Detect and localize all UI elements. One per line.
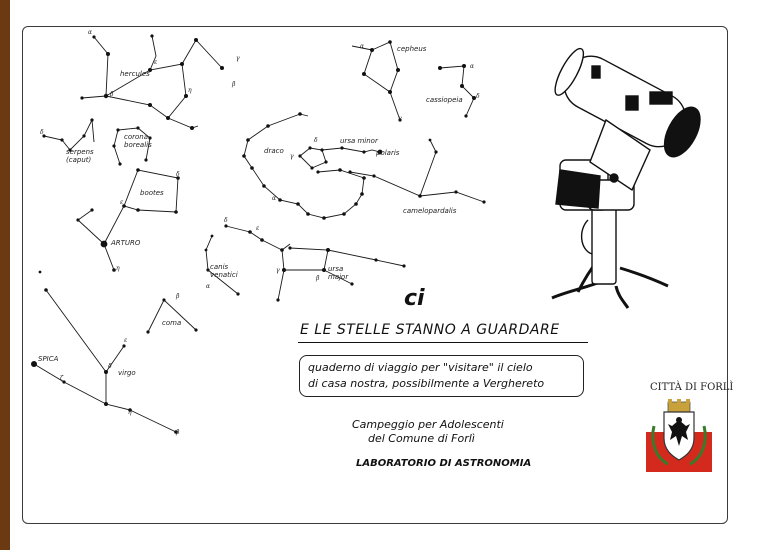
label-cepheus: cepheus [397, 45, 427, 53]
greek-coma-beta: β [176, 293, 180, 300]
label-ursa-major: ursa major [328, 265, 349, 281]
greek-cepheus-alpha: α [360, 43, 365, 50]
greek-hercules-epsilon: ε [154, 59, 158, 66]
greek-draco-gamma: γ [236, 55, 240, 62]
greek-virgo-delta: δ [108, 363, 112, 370]
subtitle-line-2: di casa nostra, possibilmente a Verghere… [308, 377, 545, 390]
greek-hercules-beta: β [110, 91, 114, 98]
lab-heading: LABORATORIO DI ASTRONOMIA [356, 458, 532, 469]
label-coma: coma [162, 319, 182, 327]
camelopardalis-lines [349, 151, 437, 197]
city-name: CITTÀ DI FORLÌ [650, 382, 734, 393]
label-arturo: ARTURO [111, 239, 141, 247]
cover-title-block: E LE STELLE STANNO A GUARDARE [298, 318, 588, 344]
cassiopeia-lines [439, 65, 475, 117]
page-frame [22, 26, 728, 524]
bootes-lines [103, 169, 179, 245]
coma-lines [147, 299, 197, 333]
greek-draco-alpha: α [272, 195, 277, 202]
greek-bootes-eta: η [116, 265, 120, 272]
label-ursa-minor: ursa minor [340, 137, 378, 145]
serpens-lines [43, 118, 95, 151]
greek-uma-gamma: γ [276, 267, 280, 274]
greek-cepheus-gamma: γ [398, 115, 402, 122]
label-canes-venatici: canis venatici [210, 263, 238, 279]
greek-ursa-minor-delta: δ [314, 137, 318, 144]
greek-cassiopeia-delta: δ [476, 93, 480, 100]
label-spica: SPICA [38, 355, 59, 363]
greek-virgo-beta: β [176, 429, 180, 436]
greek-uma-beta: β [316, 275, 320, 282]
greek-virgo-epsilon: ε [124, 337, 128, 344]
title-ci-insert: ci [404, 286, 425, 311]
greek-virgo-eta: η [128, 409, 132, 416]
label-bootes: bootes [140, 189, 164, 197]
title-underline [298, 342, 588, 343]
draco-lines [243, 113, 365, 219]
camp-line-2: del Comune di Forlì [368, 432, 475, 445]
greek-uma-delta: δ [224, 217, 228, 224]
greek-hercules-eta: η [188, 87, 192, 94]
forli-coat-of-arms [646, 399, 712, 472]
greek-bootes-delta: δ [176, 171, 180, 178]
greek-cassiopeia-alpha: α [470, 63, 475, 70]
ursa-major-lines [225, 225, 329, 271]
subtitle-box: quaderno di viaggio per "visitare" il ci… [299, 355, 584, 397]
label-virgo: virgo [118, 369, 136, 377]
corona-lines [113, 127, 151, 165]
greek-serpens-delta: δ [40, 129, 44, 136]
label-serpens: serpens (caput) [66, 148, 94, 164]
book-spine [0, 0, 10, 550]
cepheus-lines [363, 41, 399, 93]
greek-virgo-zeta: ζ [60, 375, 64, 382]
subtitle-line-1: quaderno di viaggio per "visitare" il ci… [308, 361, 533, 374]
greek-uma-epsilon: ε [256, 225, 260, 232]
label-hercules: hercules [120, 70, 150, 78]
label-corona-borealis: corona borealis [124, 133, 152, 149]
ursa-minor-lines [299, 147, 327, 169]
telescope-drawing [551, 47, 701, 309]
label-draco: draco [264, 147, 284, 155]
label-cassiopeia: cassiopeia [426, 96, 463, 104]
cover-title: E LE STELLE STANNO A GUARDARE [300, 322, 560, 338]
greek-cvn-alpha: α [206, 283, 211, 290]
greek-hercules-alpha: α [88, 29, 93, 36]
camp-line-1: Campeggio per Adolescenti [352, 418, 504, 431]
label-camelopardalis: camelopardalis [403, 207, 457, 215]
greek-draco-beta: β [232, 81, 236, 88]
label-polaris: polaris [376, 149, 400, 157]
greek-ursa-minor-gamma: γ [290, 153, 294, 160]
greek-bootes-epsilon: ε [120, 199, 124, 206]
